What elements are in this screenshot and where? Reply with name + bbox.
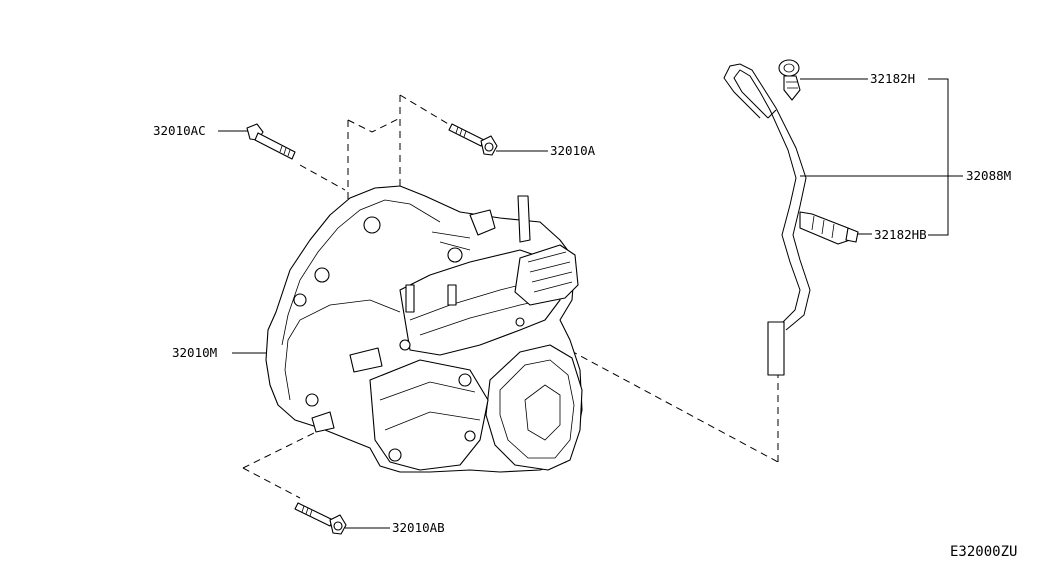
clamp-32182hb: [799, 211, 859, 245]
label-32010a: 32010A: [550, 143, 596, 158]
bolt-32010ab: [294, 502, 347, 535]
bolt-32010ac: [246, 123, 296, 160]
label-32182h: 32182H: [870, 71, 915, 86]
transmission-assembly: [265, 185, 583, 473]
diagram-code: E32000ZU: [950, 544, 1017, 560]
label-32182hb: 32182HB: [874, 227, 927, 242]
label-32010m: 32010M: [172, 345, 217, 360]
bolt-32010a: [448, 123, 498, 156]
label-32088m: 32088M: [966, 168, 1011, 183]
breather-hose: [723, 63, 811, 376]
label-32010ab: 32010AB: [392, 520, 445, 535]
label-32010ac: 32010AC: [153, 123, 206, 138]
clamp-32182h: [778, 59, 801, 101]
